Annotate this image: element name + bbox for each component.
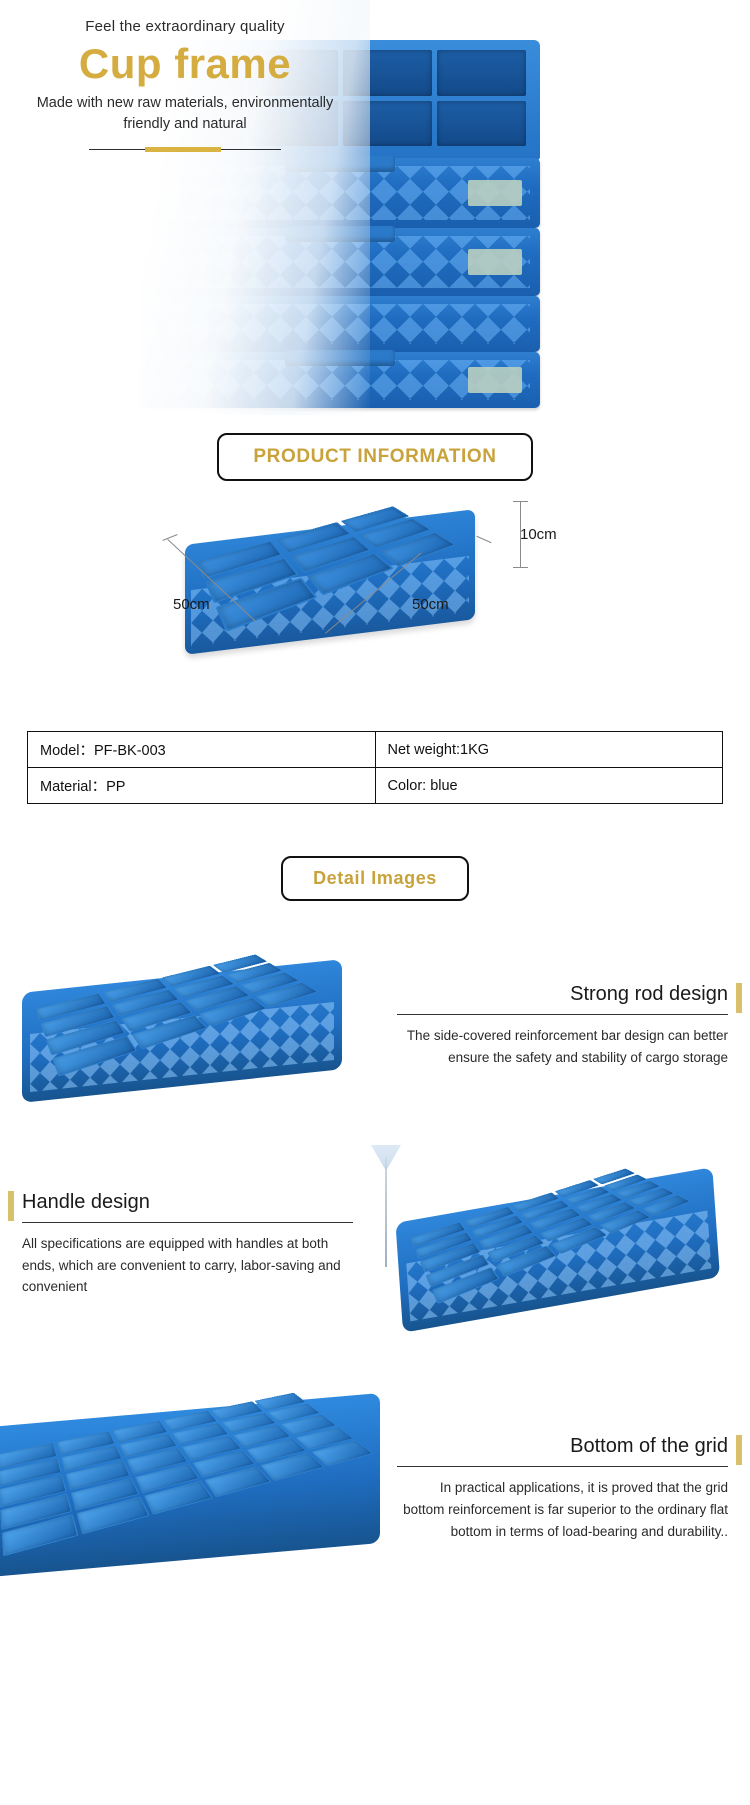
hero-divider-rule [89, 146, 281, 152]
detail-copy-bottom-grid: Bottom of the grid In practical applicat… [375, 1435, 750, 1543]
hero-title: Cup frame [78, 40, 292, 87]
depth-dim-tick [476, 535, 492, 544]
tray-illustration-1 [22, 946, 342, 1103]
table-row: Material：PP Color: blue [27, 767, 723, 804]
detail-photo-strong-rod [0, 928, 375, 1123]
spec-cell-color: Color: blue [374, 767, 723, 804]
rack-label-tag-4 [468, 367, 522, 393]
spec-table-wrap: Model：PF-BK-003 Net weight:1KG Material：… [0, 731, 750, 804]
height-dim-label: 10cm [520, 526, 557, 543]
rack-label-tag-1 [468, 180, 522, 206]
table-row: Model：PF-BK-003 Net weight:1KG [27, 731, 723, 768]
detail-body-strong-rod: The side-covered reinforcement bar desig… [406, 1027, 728, 1065]
spec-cell-material: Material：PP [27, 767, 376, 804]
detail-images-badge-wrap: Detail Images [0, 856, 750, 901]
hero-eyebrow: Feel the extraordinary quality [85, 18, 285, 35]
detail-copy-strong-rod: Strong rod design The side-covered reinf… [375, 982, 750, 1069]
detail-photo-bottom-grid [0, 1374, 380, 1604]
height-dim-tick-top [513, 501, 528, 502]
detail-body-bottom-grid: In practical applications, it is proved … [403, 1480, 728, 1539]
gold-accent-bar-left [8, 1190, 14, 1221]
wine-glass-icon [385, 1157, 387, 1267]
hero-text-block: Feel the extraordinary quality Cup frame… [0, 18, 370, 152]
gold-accent-bar-right [736, 982, 742, 1013]
detail-heading-strong-rod: Strong rod design [570, 982, 728, 1005]
detail-heading-handle-design: Handle design [22, 1190, 150, 1213]
detail-copy-handle-design: Handle design All specifications are equ… [0, 1190, 375, 1299]
detail-section-handle-design: Handle design All specifications are equ… [0, 1142, 750, 1347]
spec-cell-model: Model：PF-BK-003 [27, 731, 376, 768]
detail-rule-2 [22, 1221, 353, 1223]
detail-rule-3 [397, 1466, 728, 1468]
spec-cell-net-weight: Net weight:1KG [374, 731, 723, 768]
detail-section-bottom-of-the-grid: Bottom of the grid In practical applicat… [0, 1369, 750, 1609]
dimension-diagram: 10cm 50cm 50cm [0, 481, 750, 731]
spec-table: Model：PF-BK-003 Net weight:1KG Material：… [27, 731, 723, 804]
product-information-badge: PRODUCT INFORMATION [217, 433, 533, 481]
hero-divider-gold-accent [145, 146, 221, 152]
detail-body-handle-design: All specifications are equipped with han… [22, 1235, 341, 1295]
detail-rule-1 [397, 1013, 728, 1015]
detail-section-strong-rod-design: Strong rod design The side-covered reinf… [0, 923, 750, 1128]
width-dim-label: 50cm [173, 596, 210, 613]
depth-dim-label: 50cm [412, 596, 449, 613]
hero-subtitle: Made with new raw materials, environment… [36, 94, 334, 132]
height-dim-tick-bottom [513, 567, 528, 568]
detail-images-badge: Detail Images [281, 856, 469, 901]
detail-heading-bottom-grid: Bottom of the grid [570, 1435, 728, 1458]
gold-accent-bar-right-2 [736, 1435, 742, 1466]
height-dim-line [520, 501, 521, 567]
hero-banner: Feel the extraordinary quality Cup frame… [0, 0, 750, 415]
tray-illustration-3 [0, 1384, 380, 1578]
product-information-badge-wrap: PRODUCT INFORMATION [0, 433, 750, 481]
hero-gradient-overlay [0, 0, 370, 415]
tray-illustration-2 [392, 1154, 722, 1333]
rack-label-tag-2 [468, 249, 522, 275]
detail-photo-handle-design [375, 1147, 750, 1342]
